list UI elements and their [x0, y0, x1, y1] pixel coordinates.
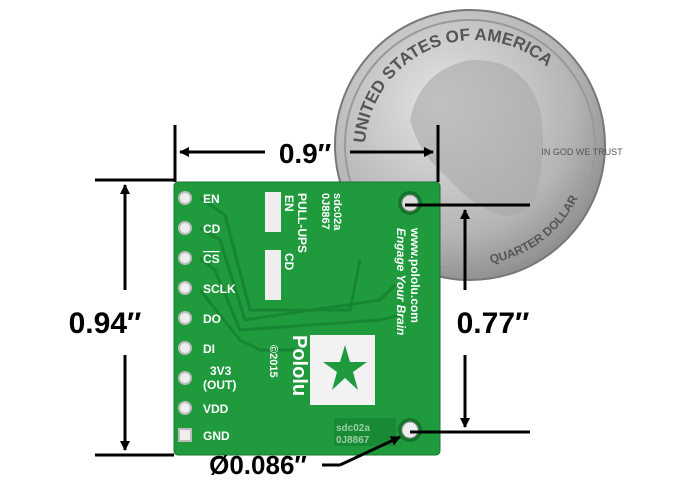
- pin-di: DI: [203, 342, 215, 356]
- coin-motto: IN GOD WE TRUST: [541, 147, 623, 157]
- hole-spacing-label: 0.77″: [457, 307, 530, 340]
- pin-sclk: SCLK: [203, 282, 236, 296]
- brand: Pololu: [288, 335, 310, 396]
- pin-vdd: VDD: [203, 402, 229, 416]
- coin-portrait: [410, 59, 544, 216]
- serial-number: 0J8867: [319, 193, 331, 230]
- slogan: Engage Your Brain: [394, 228, 408, 335]
- website: www.pololu.com: [408, 227, 422, 323]
- dimension-lines: [95, 125, 530, 467]
- pin-3v3: 3V3: [210, 364, 232, 378]
- pcb-board: sdc02a 0J8867: [173, 181, 441, 456]
- pin-cd: CD: [203, 222, 221, 236]
- pin-3v3-out: (OUT): [203, 378, 236, 392]
- pin-cs: CS: [203, 252, 220, 266]
- part-number: sdc02a: [331, 193, 343, 231]
- pullup-cd: CD: [282, 253, 296, 271]
- height-label: 0.94″: [69, 307, 142, 340]
- pin-do: DO: [203, 312, 221, 326]
- pullups-label: PULL-UPS: [295, 193, 309, 253]
- copyright: ©2015: [267, 345, 279, 378]
- pin-en: EN: [203, 192, 220, 206]
- pin-header: EN CD CS SCLK DO DI 3V3 (OUT) VDD GND: [178, 191, 236, 443]
- label-part: sdc02a: [336, 423, 370, 434]
- hole-diameter-label: Ø0.086″: [209, 450, 307, 480]
- pin-gnd: GND: [203, 429, 230, 443]
- label-serial: 0J8867: [336, 435, 370, 446]
- width-label: 0.9″: [279, 138, 331, 169]
- pullup-en: EN: [282, 195, 296, 212]
